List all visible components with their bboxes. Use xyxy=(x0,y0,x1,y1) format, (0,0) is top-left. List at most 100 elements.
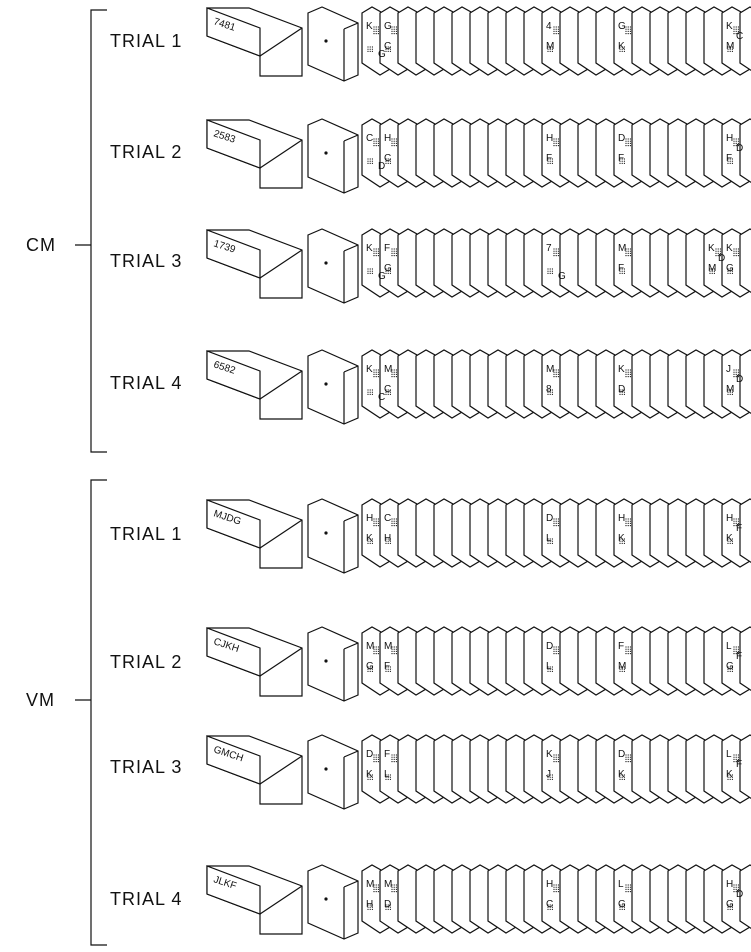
frame-character: C xyxy=(546,899,553,910)
character-frame: M8 xyxy=(546,364,560,395)
frame-character: L xyxy=(618,879,624,890)
frame-character: L xyxy=(726,749,732,760)
frame-character: K xyxy=(726,533,733,544)
character-frame: 4M xyxy=(546,21,560,53)
group-bracket xyxy=(75,479,107,946)
frame-character: H xyxy=(726,879,733,890)
frame-character: F xyxy=(384,749,390,760)
frame-character: H xyxy=(384,533,391,544)
fixation-dot xyxy=(324,531,328,535)
frame-character: M xyxy=(618,243,626,254)
frame-character: D xyxy=(366,749,373,760)
frame-character: J xyxy=(726,364,731,375)
frame-character: D xyxy=(384,899,391,910)
character-frame: HK xyxy=(366,513,379,545)
character-frame: DF xyxy=(618,133,632,164)
frame-character: C xyxy=(384,41,391,52)
memory-set-box: CJKH xyxy=(206,627,303,697)
display-frame xyxy=(739,118,751,184)
frame-character: G xyxy=(726,263,734,274)
display-frame xyxy=(739,349,751,415)
frame-character: F xyxy=(546,153,552,164)
frame-character: F xyxy=(736,523,742,534)
frame-character: M xyxy=(384,641,392,652)
frame-character: D xyxy=(618,133,625,144)
frame-character: D xyxy=(718,253,725,264)
character-frame: 7G xyxy=(546,243,566,282)
trial-label: TRIAL 1 xyxy=(110,524,182,544)
frame-character: F xyxy=(618,263,624,274)
frame-character: G xyxy=(378,49,386,60)
trial-label: TRIAL 3 xyxy=(110,757,182,777)
display-frame xyxy=(739,498,751,564)
frame-character: G xyxy=(726,661,734,672)
character-frame: HK xyxy=(618,513,632,545)
frame-character: M xyxy=(366,641,374,652)
fixation-dot xyxy=(324,897,328,901)
frame-character: K xyxy=(708,243,715,254)
frame-character: F xyxy=(384,661,390,672)
character-frame: DK xyxy=(366,749,379,781)
frame-character: L xyxy=(726,641,732,652)
frame-character: K xyxy=(618,769,625,780)
frame-character: F xyxy=(618,153,624,164)
frame-character: G xyxy=(384,21,392,32)
character-frame: MF xyxy=(384,641,397,673)
trial-label: TRIAL 2 xyxy=(110,652,182,672)
trial-label: TRIAL 4 xyxy=(110,373,182,393)
character-frame: MG xyxy=(366,641,379,673)
character-frame: FL xyxy=(384,749,397,781)
character-frame: LKF xyxy=(726,749,742,781)
frame-character: H xyxy=(384,133,391,144)
frame-character: K xyxy=(366,21,373,32)
frame-character: C xyxy=(384,153,391,164)
character-frame: HKF xyxy=(726,513,742,545)
frame-character: G xyxy=(618,899,626,910)
frame-character: J xyxy=(546,769,551,780)
trial-label: TRIAL 3 xyxy=(110,251,182,271)
fixation-dot xyxy=(324,261,328,265)
character-frame: KJ xyxy=(546,749,560,781)
trial-label: TRIAL 4 xyxy=(110,889,182,909)
frame-character: K xyxy=(366,769,373,780)
frame-character: 4 xyxy=(546,21,552,32)
character-frame: DK xyxy=(618,749,632,781)
character-frame: FG xyxy=(384,243,397,274)
character-frame: HC xyxy=(546,879,560,911)
character-frame: JMD xyxy=(726,364,743,395)
frame-character: F xyxy=(736,651,742,662)
character-frame: MF xyxy=(618,243,632,274)
memory-set-box: MJDG xyxy=(206,499,303,569)
character-frame: KG xyxy=(726,243,740,274)
frame-character: D xyxy=(546,513,553,524)
character-frame: KMD xyxy=(708,243,725,274)
frame-character: K xyxy=(618,41,625,52)
frame-character: G xyxy=(726,899,734,910)
memory-set-box: 7481 xyxy=(206,7,303,77)
group-bracket xyxy=(75,9,107,453)
frame-character: C xyxy=(384,384,391,395)
fixation-card xyxy=(307,349,359,425)
display-frame xyxy=(739,6,751,72)
frame-character: K xyxy=(618,364,625,375)
frame-character: F xyxy=(726,153,732,164)
character-frame: FM xyxy=(618,641,632,673)
fixation-dot xyxy=(324,39,328,43)
character-frame: CH xyxy=(384,513,397,545)
frame-character: H xyxy=(546,133,553,144)
fixation-card xyxy=(307,228,359,304)
character-frame: HGD xyxy=(726,879,743,911)
fixation-card xyxy=(307,6,359,82)
fixation-dot xyxy=(324,767,328,771)
frame-character: K xyxy=(726,21,733,32)
frame-character: L xyxy=(546,661,552,672)
frame-character: K xyxy=(726,769,733,780)
group-label: CM xyxy=(26,235,56,255)
